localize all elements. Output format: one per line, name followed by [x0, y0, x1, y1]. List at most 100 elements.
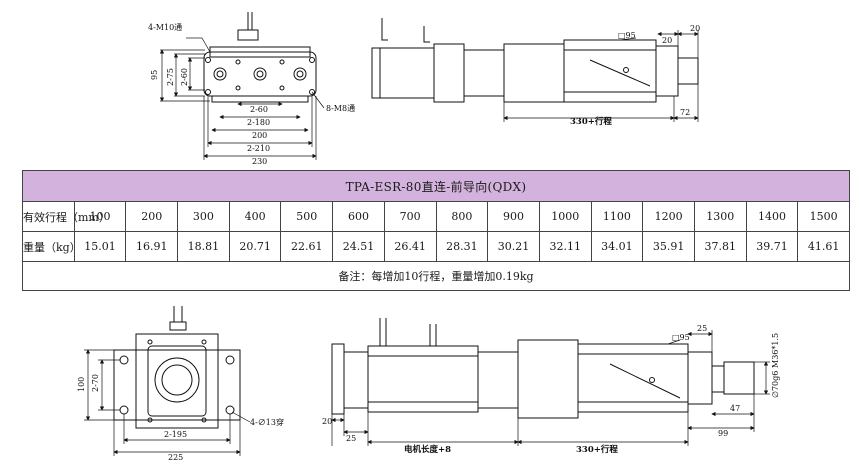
bottom-shaft-dia-label: ∅70g6 [771, 371, 780, 398]
top-width-2-60-label: 2-60 [250, 105, 268, 114]
bottom-side-view [331, 318, 755, 419]
stroke-cell: 100 [73, 201, 127, 232]
top-tap-holes-label: 4-M10通 [148, 22, 182, 32]
bottom-motor-length-label: 电机长度+8 [404, 444, 451, 455]
weight-cell: 32.11 [538, 231, 592, 262]
top-side-motor [371, 47, 435, 99]
top-side-front-block [503, 43, 565, 103]
bottom-side-dim-labels: □95 25 M36*1.5 ∅70g6 47 99 20 25 电机长度+8 … [322, 324, 780, 455]
top-end-dim-labels: 4-M10通 95 2-75 2-60 2-60 2-180 200 2-210… [148, 22, 355, 166]
weight-cell: 37.81 [693, 231, 747, 262]
weight-cell: 22.61 [280, 231, 334, 262]
weight-row-label: 重量（kg） [22, 231, 81, 262]
bottom-side-coupling [477, 351, 519, 409]
top-bolt-holes-label: 8-M8通 [326, 103, 355, 113]
stroke-cell: 200 [125, 201, 179, 232]
top-end-body [203, 51, 317, 97]
bottom-end-cable [173, 306, 183, 322]
bottom-dim-25-label: 25 [346, 434, 356, 443]
stroke-cell: 1100 [590, 201, 644, 232]
spec-table-title: TPA-ESR-80直连-前导向(QDX) [22, 170, 850, 202]
bottom-dim-20-label: 20 [322, 417, 332, 426]
stroke-cell: 300 [177, 201, 230, 232]
bottom-holes-label: 4-∅13穿 [250, 417, 284, 427]
stroke-row: 有效行程（mm） 100 200 300 400 500 600 700 800… [22, 201, 850, 232]
stroke-cell: 1500 [797, 201, 850, 232]
top-side-rod-end [677, 57, 699, 85]
top-width-230-label: 230 [252, 157, 267, 166]
weight-cell: 28.31 [435, 231, 489, 262]
top-side-dimensions [503, 30, 699, 122]
table-note: 备注：每增加10行程，重量增加0.19kg [22, 261, 850, 291]
top-side-tube [563, 39, 657, 103]
bottom-end-dim-labels: 100 2-70 4-∅13穿 2-195 225 [77, 374, 284, 462]
stroke-cell: 1300 [693, 201, 747, 232]
weight-cell: 35.91 [642, 231, 695, 262]
top-side-front-plate [655, 45, 679, 97]
top-side-adapter [433, 43, 465, 103]
stroke-cell: 700 [383, 201, 437, 232]
top-width-200-label: 200 [252, 131, 267, 140]
weight-cell: 30.21 [487, 231, 540, 262]
weight-cell: 34.01 [590, 231, 644, 262]
bottom-end-bore [154, 357, 200, 403]
top-dim-20a-label: 20 [662, 36, 672, 45]
top-side-view [371, 18, 699, 103]
bottom-drawing: 100 2-70 4-∅13穿 2-195 225 [77, 306, 780, 462]
top-end-cable-gland [237, 29, 259, 41]
top-end-bottom-plate [211, 95, 309, 103]
stroke-cell: 600 [332, 201, 385, 232]
top-height-2-60-label: 2-60 [180, 68, 189, 86]
top-drawing: 4-M10通 95 2-75 2-60 2-60 2-180 200 2-210… [148, 12, 700, 166]
bottom-side-rear-block [343, 351, 369, 409]
weight-cell: 18.81 [177, 231, 230, 262]
bottom-side-dimensions [331, 330, 770, 446]
top-stroke-label: 330+行程 [570, 116, 612, 127]
top-side-cable-1 [381, 18, 388, 41]
bottom-width-2-195-label: 2-195 [164, 430, 187, 439]
spec-table-title-row: TPA-ESR-80直连-前导向(QDX) [22, 170, 850, 202]
bottom-end-view [113, 306, 241, 429]
bottom-dim-25-top-label: 25 [697, 324, 707, 333]
spec-table: TPA-ESR-80直连-前导向(QDX) 有效行程（mm） 100 200 3… [22, 170, 850, 291]
top-side-cable-2 [423, 26, 430, 43]
bottom-side-rod-end [723, 361, 755, 395]
stroke-cell: 1000 [538, 201, 592, 232]
stroke-cell: 900 [487, 201, 540, 232]
bottom-end-dimensions [84, 349, 251, 456]
bottom-side-cable-2 [429, 324, 437, 346]
weight-cell: 41.61 [797, 231, 850, 262]
bottom-side-rear-plate [331, 343, 345, 415]
top-end-view [203, 12, 317, 103]
bottom-dim-99-label: 99 [718, 429, 728, 438]
weight-row: 重量（kg） 15.01 16.91 18.81 20.71 22.61 24.… [22, 231, 850, 262]
weight-cell: 26.41 [383, 231, 437, 262]
top-height-95-label: 95 [150, 70, 159, 80]
bottom-square-label: □95 [672, 333, 690, 342]
bottom-height-100-label: 100 [77, 377, 86, 392]
bottom-side-cable-1 [379, 318, 387, 346]
bottom-side-front-plate [687, 351, 713, 405]
top-width-2-210-label: 2-210 [247, 144, 270, 153]
note-row: 备注：每增加10行程，重量增加0.19kg [22, 261, 850, 291]
bottom-dim-47-label: 47 [730, 404, 740, 413]
weight-cell: 15.01 [73, 231, 127, 262]
top-side-dim-labels: □95 20 20 330+行程 72 [570, 24, 700, 127]
bottom-height-2-70-label: 2-70 [91, 374, 100, 392]
bottom-side-rod [711, 365, 725, 393]
weight-cell: 24.51 [332, 231, 385, 262]
top-width-2-180-label: 2-180 [247, 118, 270, 127]
bottom-stroke-label: 330+行程 [576, 444, 618, 455]
weight-cell: 16.91 [125, 231, 179, 262]
bottom-thread-label: M36*1.5 [771, 333, 780, 368]
bottom-side-front-block [517, 339, 579, 419]
top-end-dimensions [159, 37, 325, 160]
top-square-label: □95 [618, 31, 636, 40]
top-side-coupling [463, 49, 505, 97]
bottom-width-225-label: 225 [168, 453, 183, 462]
weight-cell: 20.71 [228, 231, 282, 262]
stroke-cell: 1200 [642, 201, 695, 232]
stroke-cell: 500 [280, 201, 334, 232]
top-height-2-75-label: 2-75 [166, 68, 175, 86]
weight-cell: 39.71 [745, 231, 799, 262]
